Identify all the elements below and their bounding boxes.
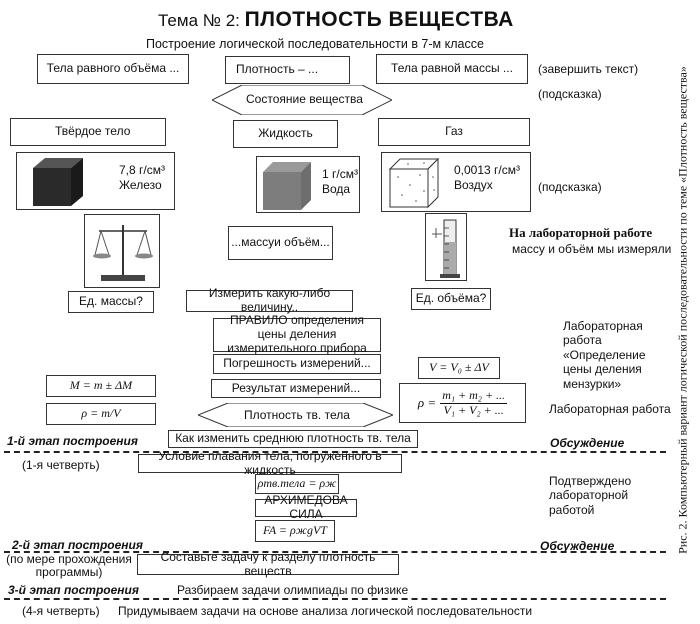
quarter-1: (1-я четверть) bbox=[22, 458, 100, 472]
state-solid: Твёрдое тело bbox=[10, 118, 166, 146]
note-hint-2: (подсказка) bbox=[538, 180, 602, 194]
air-cube-panel: 0,0013 г/см³ Воздух bbox=[381, 152, 531, 212]
tasks-box: Составьте задачу к разделу плотность вещ… bbox=[137, 550, 399, 577]
formula-mass: M = m ± ΔM bbox=[46, 375, 156, 397]
stage3-label: 3-й этап построения bbox=[8, 583, 139, 597]
archimedes-formula: FA = ρжgVТ bbox=[263, 523, 327, 538]
scales-panel bbox=[84, 214, 160, 288]
page-title: Тема № 2: ПЛОТНОСТЬ ВЕЩЕСТВА bbox=[158, 8, 514, 32]
balance-scale-icon bbox=[93, 225, 153, 281]
error-box: Погрешность измерений... bbox=[213, 354, 381, 374]
iron-name: Железо bbox=[119, 178, 162, 192]
note-complete-text: (завершить текст) bbox=[538, 62, 639, 76]
formula-volume: V = V₀ ± ΔV bbox=[418, 357, 500, 379]
invent-text: Придумываем задачи на основе анализа лог… bbox=[118, 604, 533, 618]
state-diamond-shape bbox=[212, 85, 392, 115]
floating-box: Условие плавания тела, погружённого в жи… bbox=[138, 449, 402, 476]
density-solid-label: Плотность тв. тела bbox=[244, 408, 350, 422]
formula-rho-text: ρ = m/V bbox=[81, 406, 121, 421]
state-liquid: Жидкость bbox=[233, 120, 338, 148]
rho-equation-box: ρтв.тела = ρж bbox=[255, 474, 339, 494]
formula-avg-numerator: m₁ + m₂ + ... bbox=[440, 387, 508, 404]
title-prefix: Тема № 2: bbox=[158, 11, 245, 30]
title-main: ПЛОТНОСТЬ ВЕЩЕСТВА bbox=[244, 8, 514, 31]
progress-note: (по мере прохождения программы) bbox=[6, 552, 132, 580]
rule-box: ПРАВИЛО определения цены деления измерит… bbox=[213, 313, 381, 355]
figure-caption: Рис. 2. Компьютерный вариант логической … bbox=[671, 10, 695, 610]
density-solid-diamond-shape bbox=[198, 403, 393, 427]
water-name: Вода bbox=[322, 182, 351, 196]
state-diamond-label: Состояние вещества bbox=[246, 92, 363, 106]
formula-avg-denominator: V₁ + V₂ + ... bbox=[443, 402, 504, 417]
olympiad-text: Разбираем задачи олимпиады по физике bbox=[177, 583, 409, 597]
iron-cube-panel: 7,8 г/см³ Железо bbox=[16, 152, 175, 210]
stage1-divider bbox=[4, 451, 666, 453]
box-equal-volume: Тела равного объёма ... bbox=[37, 54, 189, 84]
avg-density-box: Как изменить среднюю плотность тв. тела bbox=[168, 430, 418, 448]
water-cube-panel: 1 г/см³ Вода bbox=[256, 156, 360, 213]
air-density: 0,0013 г/см³ bbox=[454, 163, 520, 177]
lab-title: На лабораторной работе bbox=[509, 225, 653, 240]
archimedes-box: АРХИМЕДОВА СИЛА bbox=[255, 493, 357, 521]
air-name: Воздух bbox=[454, 178, 493, 192]
formula-rho: ρ = m/V bbox=[46, 403, 156, 425]
stage1-discussion: Обсуждение bbox=[550, 436, 625, 450]
iron-cube-icon bbox=[33, 158, 83, 206]
box-mass-volume: ...массуи объём... bbox=[228, 226, 333, 260]
box-equal-mass: Тела равной массы ... bbox=[376, 54, 528, 84]
air-cube-icon bbox=[388, 157, 440, 209]
measure-box: Измерить какую-либо величину.. bbox=[186, 286, 353, 314]
water-cube-icon bbox=[263, 162, 311, 210]
cylinder-panel bbox=[425, 213, 467, 281]
stage2-label: 2-й этап построения bbox=[12, 538, 143, 552]
graduated-cylinder-icon bbox=[432, 219, 460, 278]
subtitle: Построение логической последовательности… bbox=[146, 37, 484, 51]
box-density-def: Плотность – ... bbox=[225, 56, 350, 84]
lab-work-1: Лабораторная работа «Определение цены де… bbox=[563, 319, 646, 391]
quarter-4: (4-я четверть) bbox=[22, 604, 100, 618]
lab-work-2: Лабораторная работа bbox=[549, 402, 671, 416]
stage2-divider bbox=[4, 551, 666, 553]
result-box: Результат измерений... bbox=[211, 379, 381, 398]
stage2-discussion: Обсуждение bbox=[540, 539, 615, 553]
state-gas: Газ bbox=[378, 118, 530, 146]
rho-equation: ρтв.тела = ρж bbox=[257, 476, 337, 491]
formula-avg-lhs: ρ = bbox=[417, 394, 437, 410]
formula-avg-density: ρ = m₁ + m₂ + ... V₁ + V₂ + ... bbox=[399, 383, 526, 423]
stage1-label: 1-й этап построения bbox=[7, 434, 138, 448]
iron-density: 7,8 г/см³ bbox=[119, 163, 165, 177]
archimedes-formula-box: FA = ρжgVТ bbox=[255, 520, 335, 542]
lab-subtitle: массу и объём мы измеряли bbox=[512, 242, 672, 256]
formula-avg-fraction: m₁ + m₂ + ... V₁ + V₂ + ... bbox=[440, 387, 508, 418]
water-density: 1 г/см³ bbox=[322, 167, 358, 181]
note-hint-1: (подсказка) bbox=[538, 87, 602, 101]
confirmed-text: Подтверждено лабораторной работой bbox=[549, 474, 632, 517]
unit-volume-box: Ед. объёма? bbox=[411, 288, 491, 310]
unit-mass-box: Ед. массы? bbox=[68, 291, 154, 313]
stage3-divider bbox=[4, 598, 666, 600]
figure-caption-text: Рис. 2. Компьютерный вариант логической … bbox=[675, 66, 690, 554]
